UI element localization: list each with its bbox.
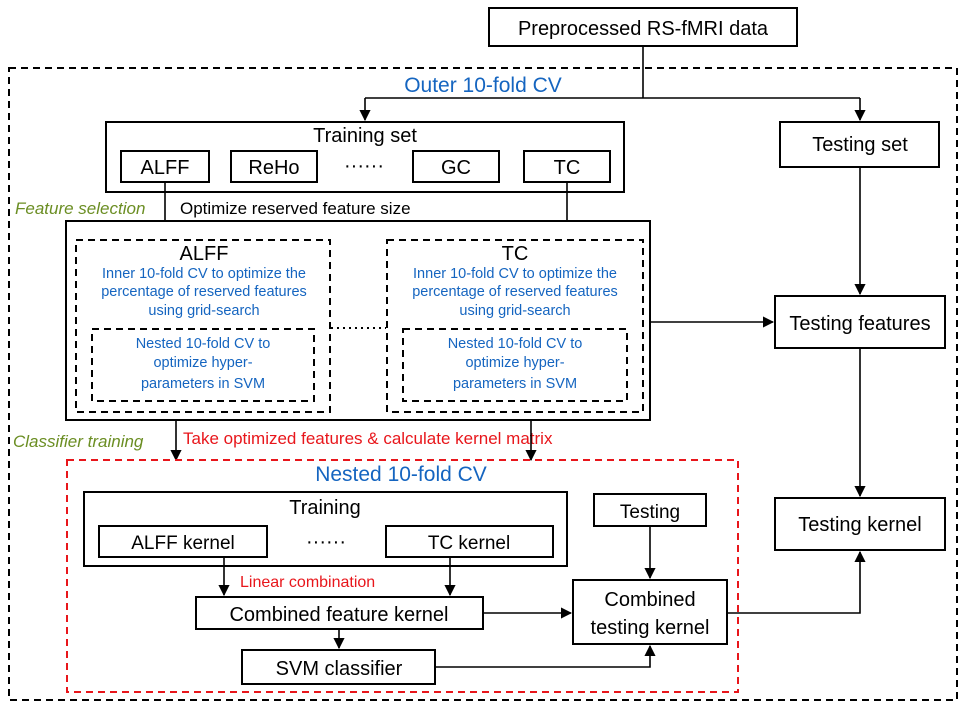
tc-selection-panel	[386, 239, 644, 413]
training-label: Training	[289, 497, 361, 519]
testing-features-label: Testing features	[789, 313, 930, 335]
svm-classifier-label: SVM classifier	[276, 658, 403, 680]
alff-kernel-label: ALFF kernel	[131, 533, 234, 554]
take-optimized-label: Take optimized features & calculate kern…	[183, 429, 553, 448]
alff-selection-panel	[75, 239, 331, 413]
testing-kernel-box	[774, 497, 946, 551]
alff-nested-line3: parameters in SVM	[141, 376, 265, 392]
gc-feature-box	[412, 150, 500, 183]
arrow-combined-testing-to-kernel	[727, 550, 866, 614]
tc-feature-label: TC	[554, 157, 581, 179]
tc-nested-line3: parameters in SVM	[453, 376, 577, 392]
tc-panel-title: TC	[502, 243, 529, 265]
outer-cv-label: Outer 10-fold CV	[404, 74, 562, 97]
testing-features-box	[774, 295, 946, 349]
optimize-size-label: Optimize reserved feature size	[180, 199, 411, 218]
tc-inner-cv-line1: Inner 10-fold CV to optimize the	[413, 266, 617, 282]
alff-nested-cv-panel	[91, 328, 315, 402]
alff-nested-line2: optimize hyper-	[153, 355, 252, 371]
testing-box	[593, 493, 707, 527]
tc-kernel-label: TC kernel	[428, 533, 510, 554]
tc-nested-line1: Nested 10-fold CV to	[448, 336, 583, 352]
arrow-svm-to-combined-testing	[435, 644, 656, 668]
combined-testing-kernel-box	[572, 579, 728, 645]
outer-cv-frame	[8, 67, 958, 701]
combined-testing-line2: testing kernel	[591, 617, 710, 639]
tc-nested-line2: optimize hyper-	[465, 355, 564, 371]
tc-inner-cv-line2: percentage of reserved features	[412, 284, 618, 300]
testing-kernel-label: Testing kernel	[798, 514, 921, 536]
alff-feature-label: ALFF	[141, 157, 190, 179]
testing-set-label: Testing set	[812, 134, 908, 156]
feature-selection-box	[65, 220, 651, 421]
training-set-label: Training set	[313, 125, 417, 147]
alff-kernel-box	[98, 525, 268, 558]
preprocessed-data-label: Preprocessed RS-fMRI data	[518, 18, 769, 40]
svm-classifier-box	[241, 649, 436, 685]
alff-nested-line1: Nested 10-fold CV to	[136, 336, 271, 352]
tc-inner-cv-line3: using grid-search	[459, 303, 570, 319]
tc-feature-box	[523, 150, 611, 183]
testing-set-box	[779, 121, 940, 168]
classifier-training-label: Classifier training	[13, 432, 144, 451]
testing-label: Testing	[620, 502, 680, 523]
combined-testing-line1: Combined	[604, 589, 695, 611]
gc-feature-label: GC	[441, 157, 471, 179]
combined-feature-kernel-label: Combined feature kernel	[229, 604, 448, 626]
tc-nested-cv-panel	[402, 328, 628, 402]
tc-kernel-box	[385, 525, 554, 558]
feature-selection-label: Feature selection	[15, 199, 145, 218]
features-ellipsis: ······	[344, 155, 384, 177]
reho-feature-box	[230, 150, 318, 183]
nested-cv-label: Nested 10-fold CV	[315, 463, 487, 486]
alff-inner-cv-line3: using grid-search	[148, 303, 259, 319]
reho-feature-label: ReHo	[248, 157, 299, 179]
kernel-ellipsis: ······	[306, 531, 346, 553]
alff-panel-title: ALFF	[180, 243, 229, 265]
alff-inner-cv-line2: percentage of reserved features	[101, 284, 307, 300]
nested-cv-frame	[66, 459, 739, 693]
alff-inner-cv-line1: Inner 10-fold CV to optimize the	[102, 266, 306, 282]
linear-combination-label: Linear combination	[240, 574, 375, 591]
